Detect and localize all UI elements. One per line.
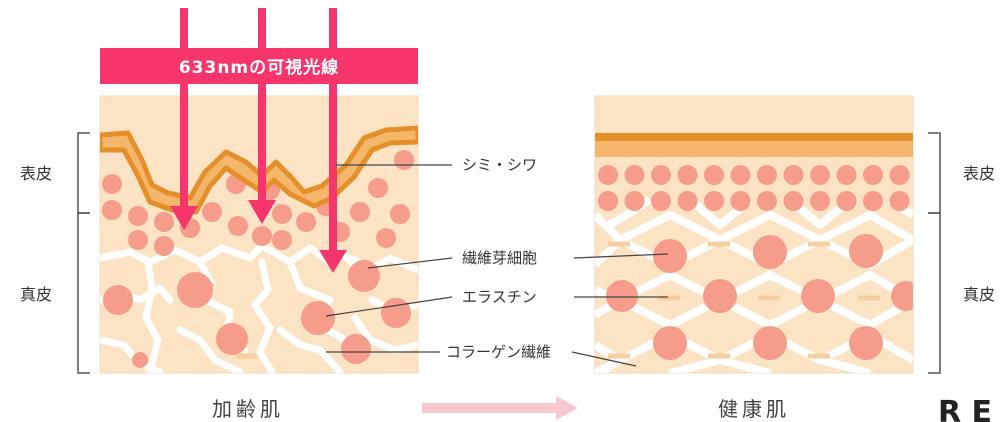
- epidermis-cell: [677, 191, 698, 211]
- label-spots-wrinkles: シミ・シワ: [462, 156, 537, 174]
- label-epidermis-left: 表皮: [20, 164, 52, 183]
- epidermis-cell: [836, 165, 857, 185]
- transition-arrow: [422, 396, 578, 420]
- epidermis-cell: [863, 191, 883, 211]
- epidermis-cell: [651, 165, 671, 185]
- epidermis-cell: [730, 165, 751, 185]
- epidermis-cell: [598, 165, 618, 185]
- epidermis-cell: [783, 191, 804, 211]
- label-dermis-right: 真皮: [963, 285, 995, 304]
- aging-fibroblasts: [103, 260, 411, 368]
- healthy-epidermis-cells: [598, 165, 910, 211]
- epidermis-cell: [810, 165, 830, 185]
- epidermis-cell: [757, 165, 777, 185]
- arrow-head-2: [248, 200, 276, 224]
- epidermis-cell: [704, 191, 724, 211]
- epidermis-cell: [677, 165, 698, 185]
- aging-stratum-corneum: [100, 125, 418, 215]
- epidermis-cell: [624, 165, 645, 185]
- right-epidermis-bracket: [928, 132, 941, 214]
- left-dermis-bracket: [77, 212, 90, 374]
- leader-elastin-left: [325, 296, 453, 317]
- epidermis-cell: [624, 191, 645, 211]
- healthy-fibroblasts: [606, 234, 913, 360]
- light-banner-text: 633nmの可視光線: [179, 57, 339, 78]
- epidermis-cell: [730, 191, 751, 211]
- epidermis-cell: [598, 191, 618, 211]
- healthy-elastin-fibers: [608, 241, 880, 359]
- leader-lines: [325, 164, 669, 367]
- label-collagen: コラーゲン繊維: [446, 343, 551, 361]
- caption-healthy-skin: 健康肌: [718, 397, 790, 421]
- aging-skin-panel: [99, 8, 419, 374]
- label-fibroblast: 繊維芽細胞: [462, 249, 537, 267]
- epidermis-cell: [889, 165, 910, 185]
- epidermis-cell: [810, 191, 830, 211]
- label-epidermis-right: 表皮: [963, 164, 995, 183]
- left-brackets: [77, 132, 90, 374]
- epidermis-cell: [836, 191, 857, 211]
- right-brackets: [928, 132, 941, 374]
- healthy-stratum-granulosum: [595, 141, 913, 157]
- epidermis-cell: [704, 165, 724, 185]
- light-arrows: [170, 8, 347, 273]
- left-epidermis-bracket: [77, 132, 90, 214]
- leader-collagen-right: [571, 351, 637, 367]
- label-elastin: エラスチン: [462, 288, 537, 306]
- epidermis-cell: [863, 165, 883, 185]
- epidermis-cell: [651, 191, 671, 211]
- epidermis-cell: [757, 191, 777, 211]
- epidermis-cell: [889, 191, 910, 211]
- corner-text: R E: [938, 395, 992, 422]
- arrow-head-1: [170, 206, 198, 230]
- healthy-skin-panel: [594, 95, 914, 374]
- healthy-stratum-corneum: [595, 133, 913, 141]
- right-dermis-bracket: [928, 212, 941, 374]
- caption-aging-skin: 加齢肌: [212, 397, 284, 421]
- light-banner: [100, 48, 418, 84]
- arrow-head-3: [319, 250, 347, 273]
- label-dermis-left: 真皮: [20, 285, 52, 304]
- leader-fibroblast-right: [573, 253, 669, 259]
- epidermis-cell: [783, 165, 804, 185]
- leader-fibroblast-left: [367, 257, 453, 269]
